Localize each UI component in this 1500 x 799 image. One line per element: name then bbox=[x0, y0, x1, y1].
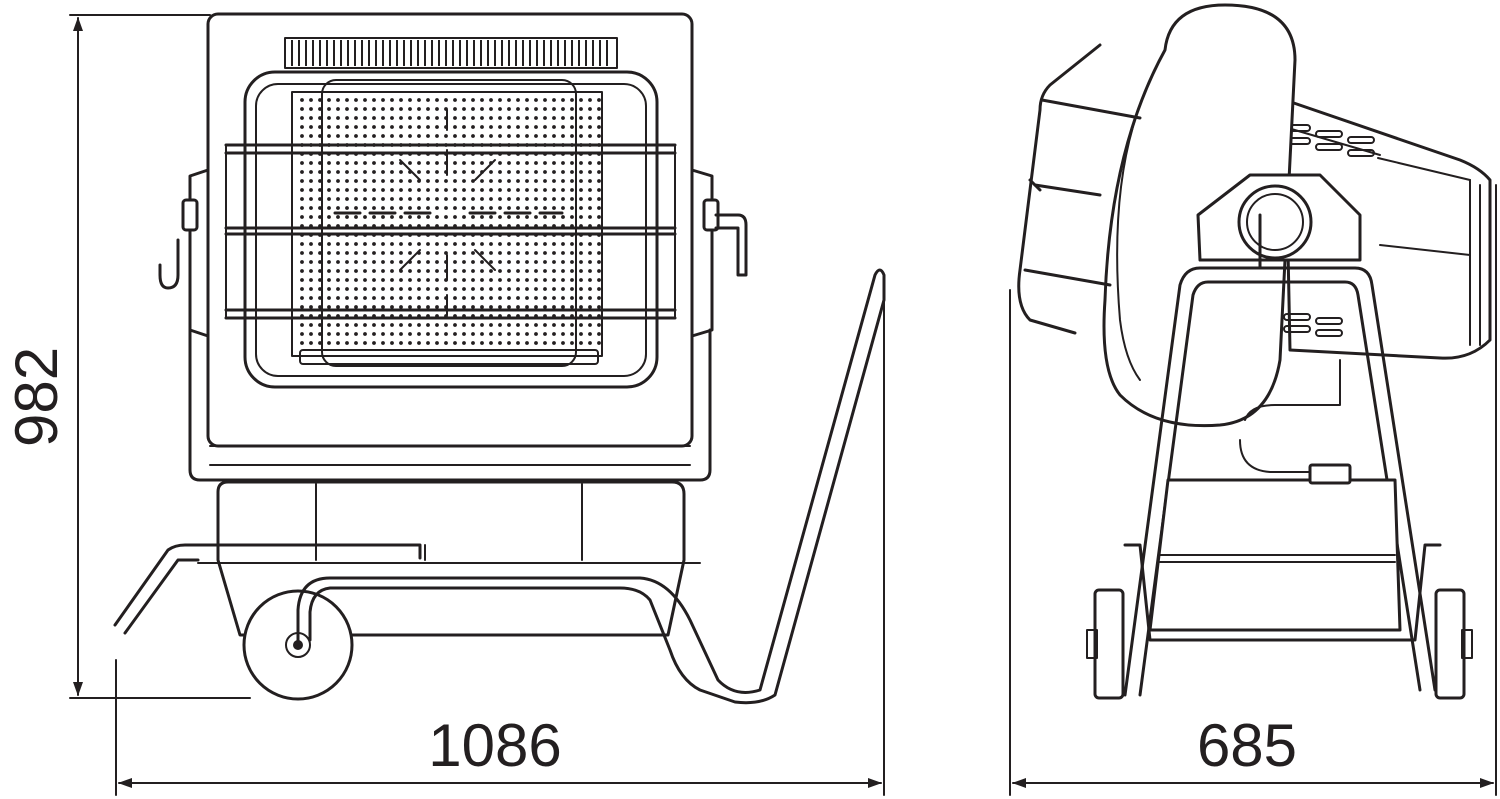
height-dimension: 982 bbox=[3, 14, 251, 699]
front-width-dimension: 1086 bbox=[115, 299, 885, 796]
fuel-tank bbox=[216, 480, 686, 637]
safety-guard bbox=[224, 79, 677, 367]
pivot-knob bbox=[1237, 184, 1313, 260]
lower-guard-rail bbox=[299, 349, 599, 365]
base-frame-left bbox=[113, 543, 422, 627]
fuel-hose bbox=[1244, 359, 1341, 421]
front-housing bbox=[206, 12, 694, 448]
top-vent-grille bbox=[284, 37, 618, 69]
front-frame bbox=[188, 328, 712, 482]
right-bracket bbox=[690, 168, 748, 338]
burner-panel bbox=[291, 91, 603, 357]
height-label: 982 bbox=[3, 347, 70, 447]
push-handle bbox=[296, 268, 886, 705]
front-width-label: 1086 bbox=[428, 712, 561, 779]
front-view bbox=[113, 12, 886, 705]
side-depth-dimension: 685 bbox=[1009, 184, 1497, 796]
side-depth-label: 685 bbox=[1197, 712, 1297, 779]
side-base-frame bbox=[1123, 543, 1442, 642]
side-view bbox=[1017, 3, 1492, 700]
stand-frame bbox=[1123, 266, 1437, 697]
side-guard bbox=[1017, 43, 1142, 335]
left-bracket bbox=[158, 168, 210, 338]
right-wheel bbox=[1434, 588, 1466, 700]
heater-body bbox=[1283, 98, 1492, 360]
left-wheel bbox=[1093, 588, 1125, 700]
